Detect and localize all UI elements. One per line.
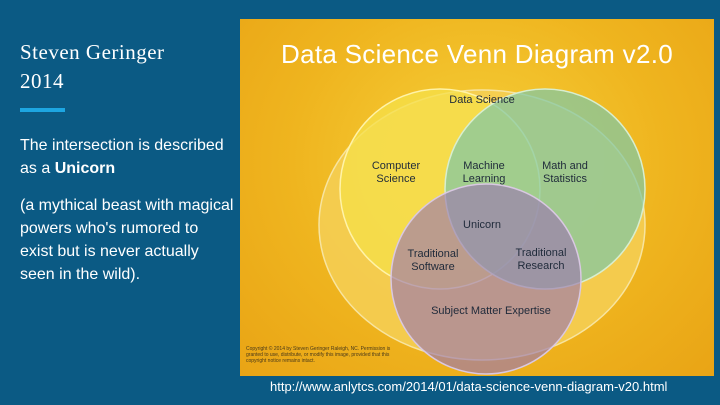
label-math-stats: Math and Statistics (542, 160, 588, 185)
author-heading: Steven Geringer 2014 (20, 38, 230, 96)
description: The intersection is described as a Unico… (20, 134, 234, 300)
intro-bold: Unicorn (54, 160, 116, 177)
label-data-science: Data Science (449, 94, 515, 106)
label-machine-learning: Machine Learning (462, 160, 506, 185)
venn-diagram-image: Data Science Venn Diagram v2.0 Data Scie… (240, 19, 714, 376)
subject-matter-circle (390, 183, 582, 375)
intro-paragraph: The intersection is described as a Unico… (20, 134, 234, 180)
accent-divider (20, 108, 65, 112)
author-year: 2014 (20, 69, 64, 93)
label-subject-matter: Subject Matter Expertise (431, 305, 551, 317)
copyright-notice: Copyright © 2014 by Steven Geringer Rale… (246, 346, 391, 364)
label-traditional-software: Traditional Software (407, 248, 459, 273)
author-name: Steven Geringer (20, 40, 165, 64)
intro-text: The intersection is described as a (20, 137, 224, 177)
venn-diagram (318, 88, 646, 375)
label-traditional-research: Traditional Research (515, 247, 567, 272)
figure-title: Data Science Venn Diagram v2.0 (281, 39, 673, 69)
label-computer-science: Computer Science (371, 160, 421, 185)
label-unicorn: Unicorn (463, 219, 501, 231)
source-url[interactable]: http://www.anlytcs.com/2014/01/data-scie… (270, 379, 668, 394)
definition-paragraph: (a mythical beast with magical powers wh… (20, 197, 234, 283)
slide-text-panel: Steven Geringer 2014 The intersection is… (0, 0, 240, 405)
